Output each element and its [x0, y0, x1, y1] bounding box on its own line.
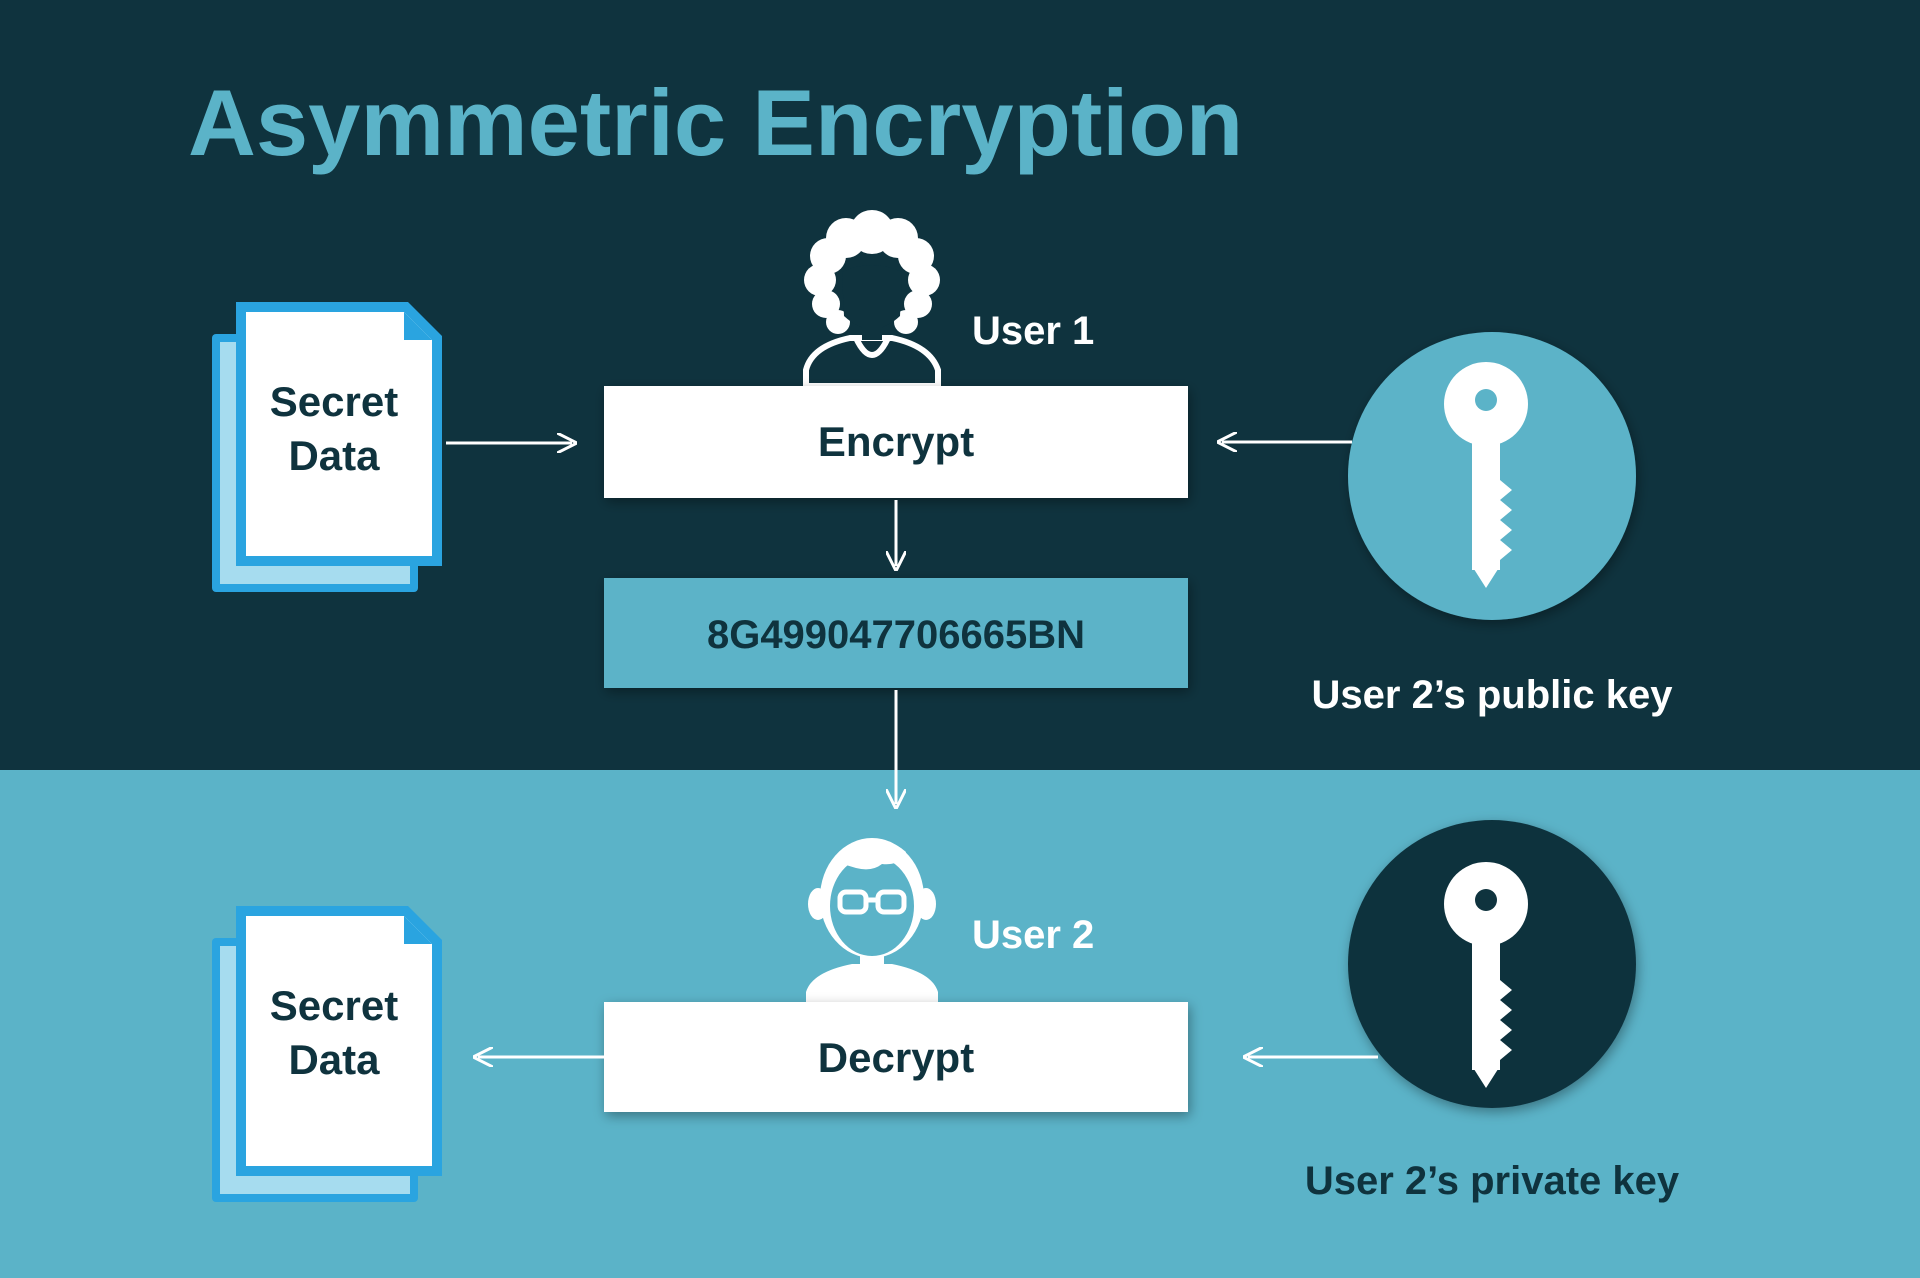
decrypt-label: Decrypt — [818, 1034, 974, 1081]
encrypt-label: Encrypt — [818, 418, 974, 465]
secret-data-document-bottom: Secret Data — [212, 906, 442, 1202]
key-hole — [1475, 889, 1497, 911]
person-curly-hair-icon — [803, 210, 941, 389]
private-key-badge — [1348, 820, 1636, 1108]
secret-data-document-top: Secret Data — [212, 302, 442, 592]
user1-avatar — [803, 210, 941, 389]
document-stack-icon — [212, 906, 442, 1202]
document-label-line1: Secret — [270, 982, 398, 1029]
key-hole — [1475, 389, 1497, 411]
user2-avatar — [806, 838, 938, 1004]
decrypt-box: Decrypt — [604, 1002, 1188, 1112]
document-label-line1: Secret — [270, 378, 398, 425]
document-stack-icon — [212, 302, 442, 592]
ciphertext-box: 8G499047706665BN — [604, 578, 1188, 688]
private-key-label: User 2’s private key — [1305, 1159, 1680, 1203]
encrypt-box: Encrypt — [604, 386, 1188, 498]
user2-label: User 2 — [972, 913, 1094, 957]
user1-label: User 1 — [972, 309, 1094, 353]
public-key-label: User 2’s public key — [1312, 673, 1674, 717]
document-label-line2: Data — [288, 1036, 380, 1083]
page-title: Asymmetric Encryption — [188, 70, 1243, 175]
document-label-line2: Data — [288, 432, 380, 479]
person-glasses-icon — [806, 838, 938, 1004]
public-key-badge — [1348, 332, 1636, 620]
ciphertext-value: 8G499047706665BN — [707, 613, 1085, 657]
